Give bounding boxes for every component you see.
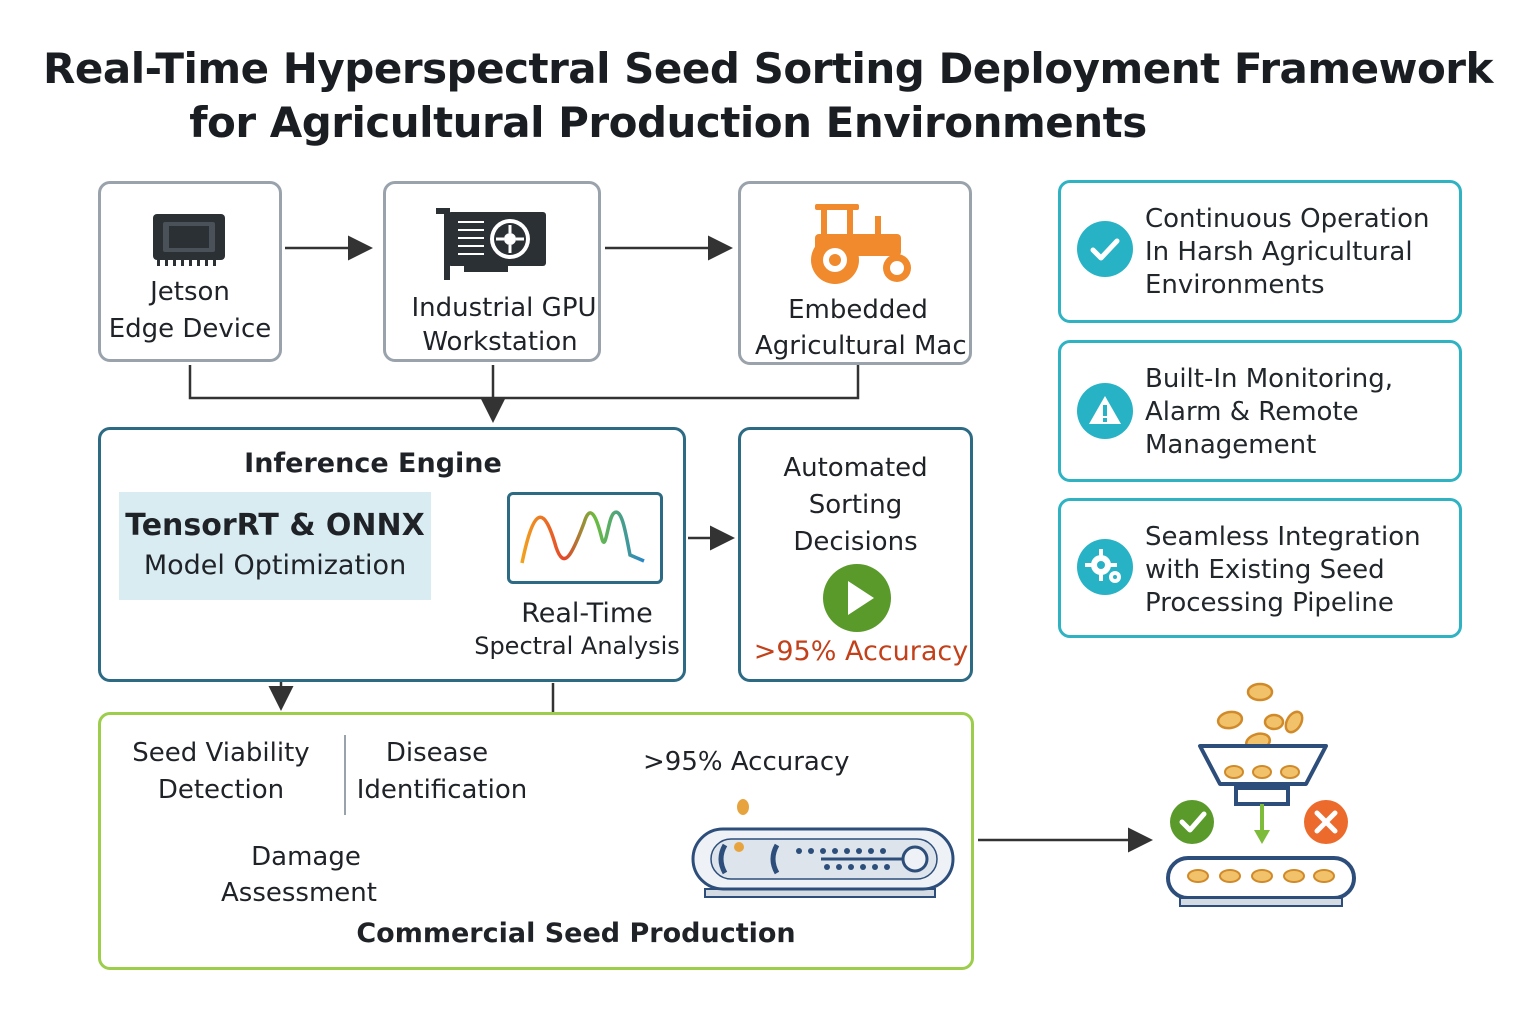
category-divider bbox=[344, 735, 346, 815]
gpu-card-icon bbox=[436, 208, 546, 280]
model-optimization-block: TensorRT & ONNX Model Optimization bbox=[119, 492, 431, 600]
gear-icon bbox=[1077, 539, 1133, 595]
gpu-workstation-card: Industrial GPU Workstation bbox=[383, 181, 601, 362]
feature-1-line2: In Harsh Agricultural bbox=[1145, 237, 1413, 267]
check-icon bbox=[1077, 221, 1133, 277]
feature-2-line1: Built-In Monitoring, bbox=[1145, 364, 1394, 394]
mac-label-line2: Agricultural Mac bbox=[755, 331, 967, 361]
feature-card-continuous-operation: Continuous Operation In Harsh Agricultur… bbox=[1058, 180, 1462, 323]
optimization-label-line1: TensorRT & ONNX bbox=[125, 508, 425, 543]
sorting-label-line2: Sorting bbox=[808, 490, 903, 520]
tractor-icon bbox=[811, 204, 911, 284]
disease-label-line2: Identification bbox=[356, 775, 528, 805]
damage-label-line2: Assessment bbox=[221, 878, 377, 908]
mac-label-line1: Embedded bbox=[788, 295, 928, 325]
sorting-label-line3: Decisions bbox=[793, 527, 918, 557]
damage-label-line1: Damage bbox=[251, 842, 361, 872]
spectral-chart-frame bbox=[507, 492, 663, 584]
diagram-title-line1: Real-Time Hyperspectral Seed Sorting Dep… bbox=[43, 44, 1493, 93]
feature-1-line3: Environments bbox=[1145, 270, 1325, 300]
play-icon bbox=[823, 564, 891, 632]
jetson-label-line1: Jetson bbox=[150, 277, 230, 307]
feature-2-line2: Alarm & Remote bbox=[1145, 397, 1359, 427]
viability-label-line1: Seed Viability bbox=[132, 738, 310, 768]
inference-engine-panel: Inference Engine TensorRT & ONNX Model O… bbox=[98, 427, 686, 682]
seed-production-panel: Seed Viability Detection Disease Identif… bbox=[98, 712, 974, 970]
gpu-label-line2: Workstation bbox=[422, 327, 578, 357]
production-title: Commercial Seed Production bbox=[356, 918, 796, 949]
feature-3-line1: Seamless Integration bbox=[1145, 522, 1421, 552]
jetson-label-line2: Edge Device bbox=[108, 314, 272, 344]
analysis-label-line1: Real-Time bbox=[521, 598, 653, 629]
production-accuracy: >95% Accuracy bbox=[643, 747, 850, 777]
feature-1-line1: Continuous Operation bbox=[1145, 204, 1430, 234]
sorting-accuracy: >95% Accuracy bbox=[753, 636, 969, 667]
chip-icon bbox=[153, 214, 225, 266]
disease-label-line1: Disease bbox=[385, 738, 489, 768]
agricultural-machine-card: Embedded Agricultural Mac bbox=[738, 181, 972, 365]
sorting-conveyor-machine-icon bbox=[691, 799, 955, 898]
diagram-title-line2: for Agricultural Production Environments bbox=[189, 98, 1147, 147]
seed-sorter-illustration bbox=[1166, 682, 1356, 907]
jetson-edge-device-card: Jetson Edge Device bbox=[98, 181, 282, 362]
feature-card-integration: Seamless Integration with Existing Seed … bbox=[1058, 498, 1462, 638]
sorting-label-line1: Automated bbox=[783, 453, 928, 483]
sorting-decisions-panel: Automated Sorting Decisions >95% Accurac… bbox=[738, 427, 973, 682]
gpu-label-line1: Industrial GPU bbox=[411, 293, 597, 323]
feature-2-line3: Management bbox=[1145, 430, 1317, 460]
inference-engine-title: Inference Engine bbox=[244, 448, 502, 479]
feature-card-monitoring: Built-In Monitoring, Alarm & Remote Mana… bbox=[1058, 340, 1462, 482]
optimization-label-line2: Model Optimization bbox=[143, 550, 407, 581]
feature-3-line2: with Existing Seed bbox=[1145, 555, 1385, 585]
spectral-curve-icon bbox=[520, 510, 645, 564]
warning-icon bbox=[1077, 383, 1133, 439]
analysis-label-line2: Spectral Analysis bbox=[474, 632, 680, 660]
viability-label-line2: Detection bbox=[157, 775, 285, 805]
feature-3-line3: Processing Pipeline bbox=[1145, 588, 1394, 618]
